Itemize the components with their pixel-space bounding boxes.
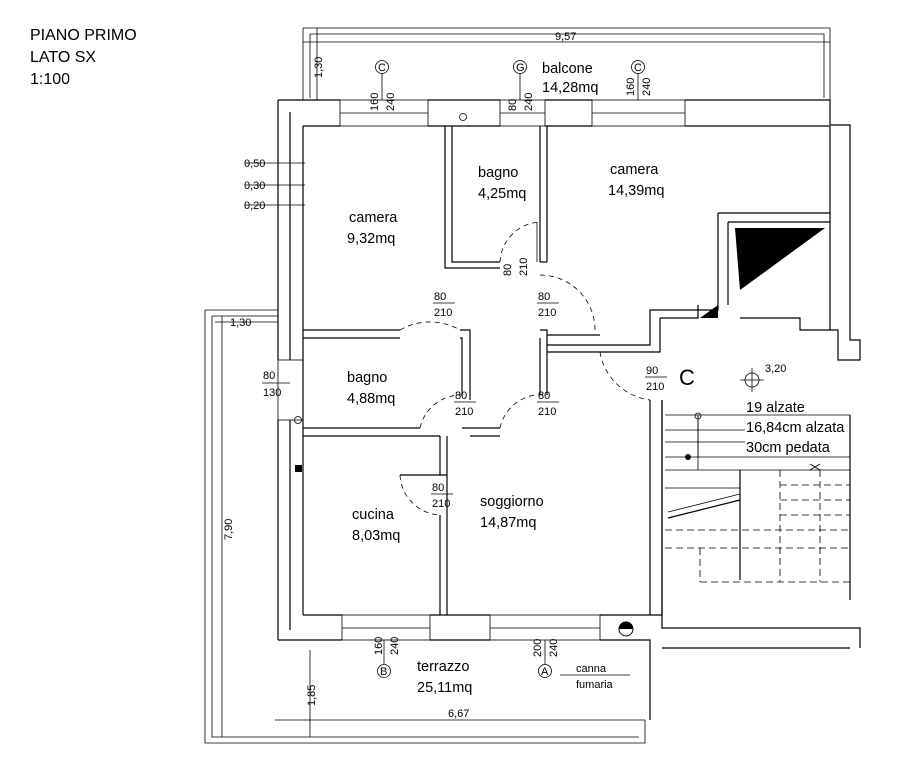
- dim-terrace-width: 6,67: [448, 708, 469, 720]
- dim-left-130: 1,30: [230, 317, 251, 329]
- dimension-lines: [215, 28, 830, 737]
- door3-height: 210: [538, 307, 556, 319]
- plan-scale: 1:100: [30, 71, 71, 88]
- type-letter-b1: B: [380, 666, 387, 678]
- dim-balcone-width: 9,57: [555, 31, 576, 43]
- room-cucina-name: cucina: [352, 507, 395, 523]
- label-fumaria: fumaria: [576, 679, 614, 691]
- terrace-outline: [204, 309, 646, 744]
- type-letter-c2: C: [634, 62, 642, 74]
- plan-subtitle: LATO SX: [30, 49, 97, 66]
- window2-height: 240: [523, 93, 535, 111]
- room-bagno-top-name: bagno: [478, 165, 518, 181]
- room-labels: balcone 14,28mq camera 9,32mq bagno 4,25…: [347, 61, 664, 696]
- window5-height: 240: [389, 637, 401, 655]
- room-camera-left-name: camera: [349, 210, 398, 226]
- type-letter-labels: C G C C B A: [378, 62, 695, 678]
- door6-width: 90: [646, 365, 658, 377]
- door5-width: 80: [538, 390, 550, 402]
- room-bagno-top-area: 4,25mq: [478, 186, 526, 202]
- room-terrazzo-area: 25,11mq: [417, 680, 472, 696]
- stair-labels: 19 alzate 16,84cm alzata 30cm pedata 3,2…: [746, 363, 845, 456]
- door1-height: 210: [518, 258, 530, 276]
- dim-wall-020: 0,20: [244, 200, 265, 212]
- window3-height: 240: [641, 78, 653, 96]
- interior-walls: [303, 126, 830, 615]
- door-labels: 80 210 80 210 80 210 80 210 80 210 90 21…: [431, 258, 667, 510]
- door2-height: 210: [434, 307, 452, 319]
- room-cucina-area: 8,03mq: [352, 528, 400, 544]
- stair-dimension: 3,20: [765, 363, 786, 375]
- door2-width: 80: [434, 291, 446, 303]
- exterior-walls: [277, 99, 861, 720]
- stair-alzate: 19 alzate: [746, 400, 805, 416]
- dimension-labels: 9,57 1,30 0,50 0,30 0,20 1,30 7,90 1,85 …: [223, 31, 576, 720]
- type-letter-c1: C: [378, 62, 386, 74]
- dim-left-height: 7,90: [223, 519, 235, 540]
- type-letter-a1: A: [541, 666, 549, 678]
- room-soggiorno-area: 14,87mq: [480, 515, 536, 531]
- door7-width: 80: [432, 482, 444, 494]
- door5-height: 210: [538, 406, 556, 418]
- type-letter-g1: G: [516, 62, 525, 74]
- dim-wall-030: 0,30: [244, 180, 265, 192]
- window4-height: 130: [263, 387, 281, 399]
- dim-wall-050: 0,50: [244, 158, 265, 170]
- dim-balcone-depth: 1,30: [313, 57, 325, 78]
- chimney-symbol: [294, 113, 825, 637]
- room-camera-right-name: camera: [610, 162, 659, 178]
- stair-pedata: 30cm pedata: [746, 440, 831, 456]
- window4-width: 80: [263, 370, 275, 382]
- room-camera-left-area: 9,32mq: [347, 231, 395, 247]
- window6-width: 200: [532, 639, 544, 657]
- dim-terrace-depth: 1,85: [306, 685, 318, 706]
- type-letter-big-c: C: [679, 365, 695, 390]
- window1-width: 160: [369, 93, 381, 111]
- balcony-outline: [302, 27, 831, 100]
- door3-width: 80: [538, 291, 550, 303]
- staircase: [665, 368, 851, 600]
- door-swings: [399, 221, 651, 516]
- window-labels: 160 240 80 240 160 240 80 130 160 240 20…: [263, 78, 653, 657]
- room-terrazzo-name: terrazzo: [417, 659, 469, 675]
- plan-title: PIANO PRIMO: [30, 27, 137, 44]
- window2-width: 80: [507, 99, 519, 111]
- chimney-labels: canna fumaria: [576, 663, 614, 691]
- window3-width: 160: [625, 78, 637, 96]
- room-bagno-mid-name: bagno: [347, 370, 387, 386]
- room-soggiorno-name: soggiorno: [480, 494, 544, 510]
- room-bagno-mid-area: 4,88mq: [347, 391, 395, 407]
- door1-width: 80: [502, 264, 514, 276]
- label-canna: canna: [576, 663, 607, 675]
- room-balcone-area: 14,28mq: [542, 80, 598, 96]
- door6-height: 210: [646, 381, 664, 393]
- window-type-markers: [375, 60, 645, 678]
- window5-width: 160: [373, 637, 385, 655]
- room-camera-right-area: 14,39mq: [608, 183, 664, 199]
- stair-alzata-height: 16,84cm alzata: [746, 420, 845, 436]
- door7-height: 210: [432, 498, 450, 510]
- window1-height: 240: [385, 93, 397, 111]
- room-balcone-name: balcone: [542, 61, 593, 77]
- door4-width: 80: [455, 390, 467, 402]
- window6-height: 240: [548, 639, 560, 657]
- door4-height: 210: [455, 406, 473, 418]
